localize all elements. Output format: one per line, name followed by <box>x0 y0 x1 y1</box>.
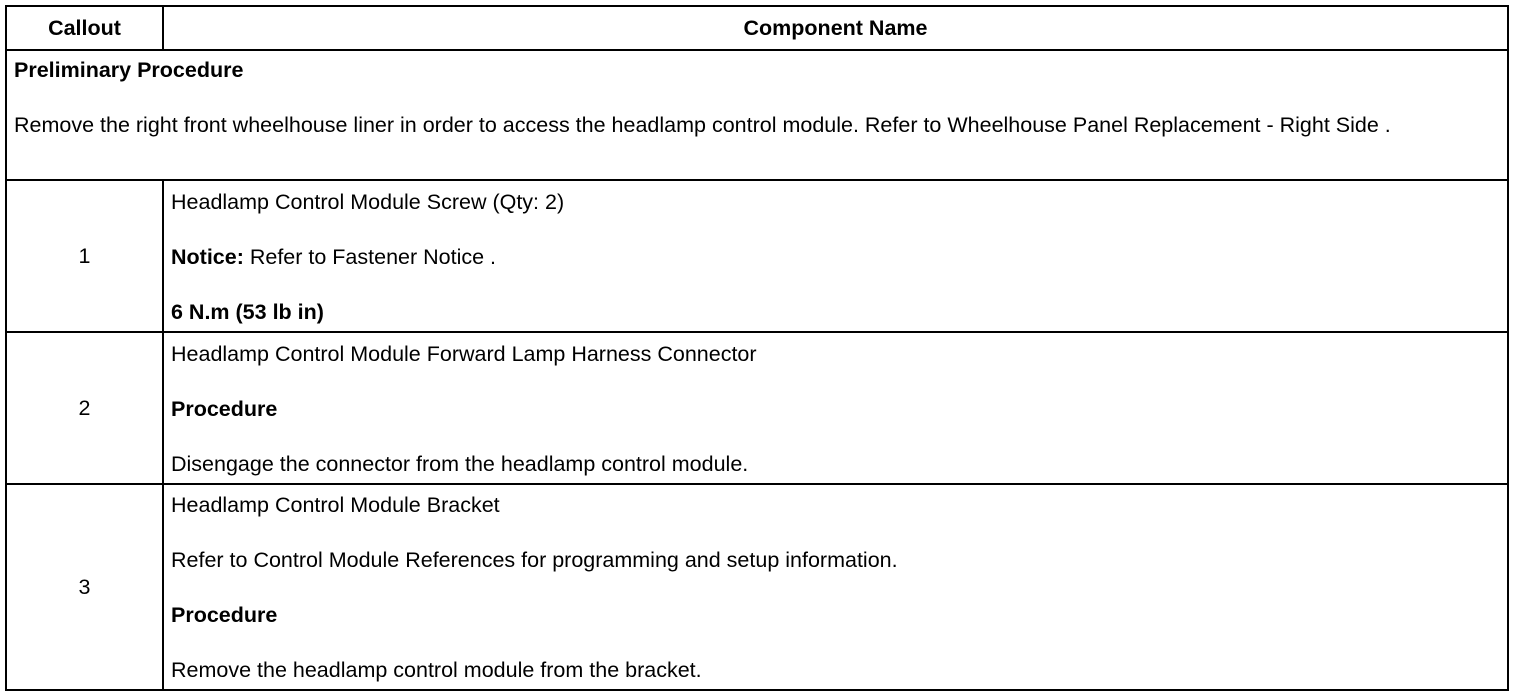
header-row: Callout Component Name <box>5 5 1509 51</box>
notice-text: Refer to Fastener Notice . <box>243 244 497 269</box>
table-row: 2 Headlamp Control Module Forward Lamp H… <box>5 331 1509 485</box>
preliminary-text: Remove the right front wheelhouse liner … <box>14 113 1391 137</box>
component-cell: Headlamp Control Module Bracket Refer to… <box>162 483 1509 691</box>
procedure-text: Disengage the connector from the headlam… <box>171 451 749 476</box>
callout-header: Callout <box>5 5 164 51</box>
callout-number: 1 <box>5 179 164 333</box>
component-name-header: Component Name <box>162 5 1509 51</box>
component-name: Headlamp Control Module Forward Lamp Har… <box>171 341 757 366</box>
reference-text: Refer to Control Module References for p… <box>171 548 898 572</box>
callout-number: 2 <box>5 331 164 485</box>
component-cell: Headlamp Control Module Forward Lamp Har… <box>162 331 1509 485</box>
preliminary-row: Preliminary Procedure Remove the right f… <box>5 49 1509 181</box>
preliminary-cell: Preliminary Procedure Remove the right f… <box>5 49 1509 181</box>
table-row: 1 Headlamp Control Module Screw (Qty: 2)… <box>5 179 1509 333</box>
procedure-text: Remove the headlamp control module from … <box>171 658 702 682</box>
table-row: 3 Headlamp Control Module Bracket Refer … <box>5 483 1509 691</box>
notice-line: Notice: Refer to Fastener Notice . <box>171 244 1500 271</box>
preliminary-heading: Preliminary Procedure <box>14 58 244 82</box>
procedure-table: Callout Component Name Preliminary Proce… <box>5 5 1509 691</box>
procedure-label: Procedure <box>171 603 278 627</box>
component-cell: Headlamp Control Module Screw (Qty: 2) N… <box>162 179 1509 333</box>
torque-spec: 6 N.m (53 lb in) <box>171 299 324 324</box>
callout-number: 3 <box>5 483 164 691</box>
component-name: Headlamp Control Module Bracket <box>171 493 500 517</box>
procedure-label: Procedure <box>171 396 278 421</box>
component-name: Headlamp Control Module Screw (Qty: 2) <box>171 189 565 214</box>
notice-label: Notice: <box>171 244 244 269</box>
